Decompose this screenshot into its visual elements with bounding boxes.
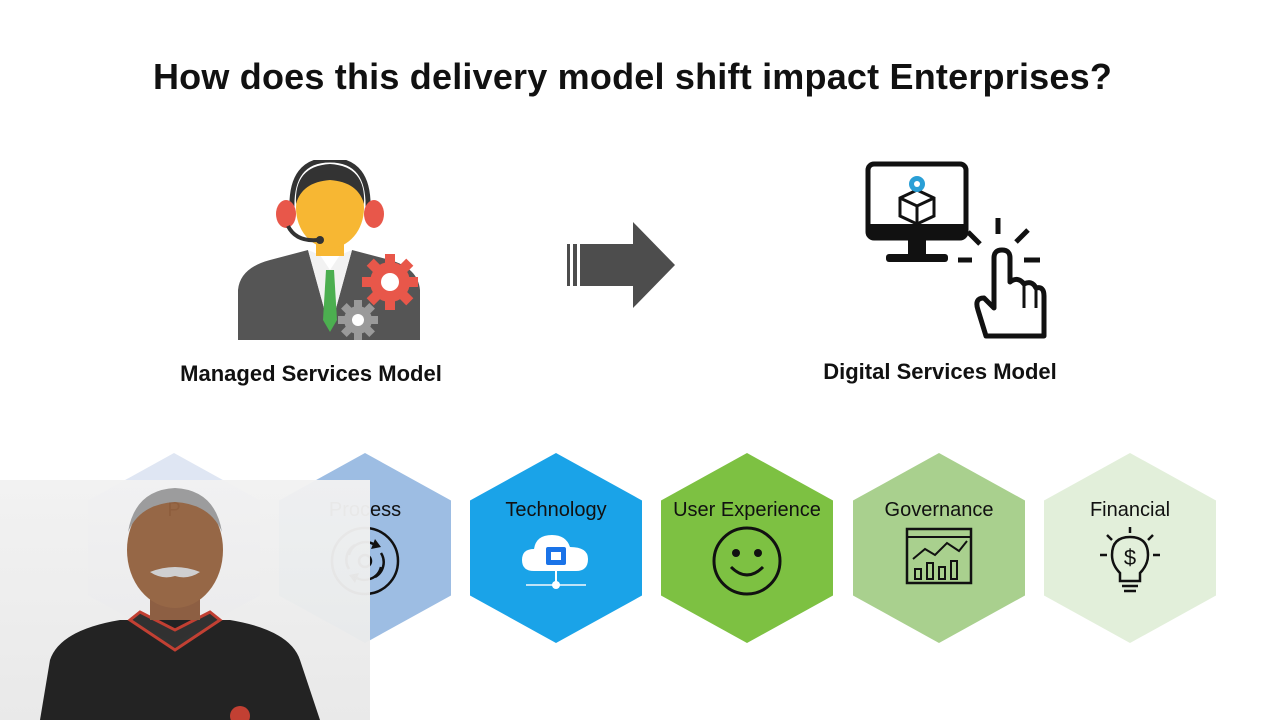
pillar-technology: Technology <box>470 453 642 643</box>
lightbulb-dollar-icon: $ <box>1100 527 1160 593</box>
dashboard-chart-icon <box>905 527 973 585</box>
cloud-chip-icon <box>522 535 588 589</box>
pillar-user-experience: User Experience <box>661 453 833 643</box>
digital-services-label: Digital Services Model <box>823 359 1057 384</box>
right-arrow-icon <box>567 222 675 308</box>
pillar-label: Governance <box>884 499 994 521</box>
pillar-label: Technology <box>505 499 607 521</box>
managed-services-label: Managed Services Model <box>180 361 442 386</box>
slide-title: How does this delivery model shift impac… <box>152 56 1113 97</box>
pillar-label: User Experience <box>673 499 821 521</box>
presenter-figure <box>40 488 320 725</box>
pillar-governance: Governance <box>853 453 1025 643</box>
pillar-label: Financial <box>1089 499 1171 521</box>
presenter-video <box>0 480 370 725</box>
svg-text:$: $ <box>1124 545 1136 570</box>
pillar-financial: Financial $ <box>1044 453 1216 643</box>
smiley-face-icon <box>712 526 782 596</box>
support-agent-icon <box>238 160 420 340</box>
monitor-touch-icon <box>865 161 1047 339</box>
